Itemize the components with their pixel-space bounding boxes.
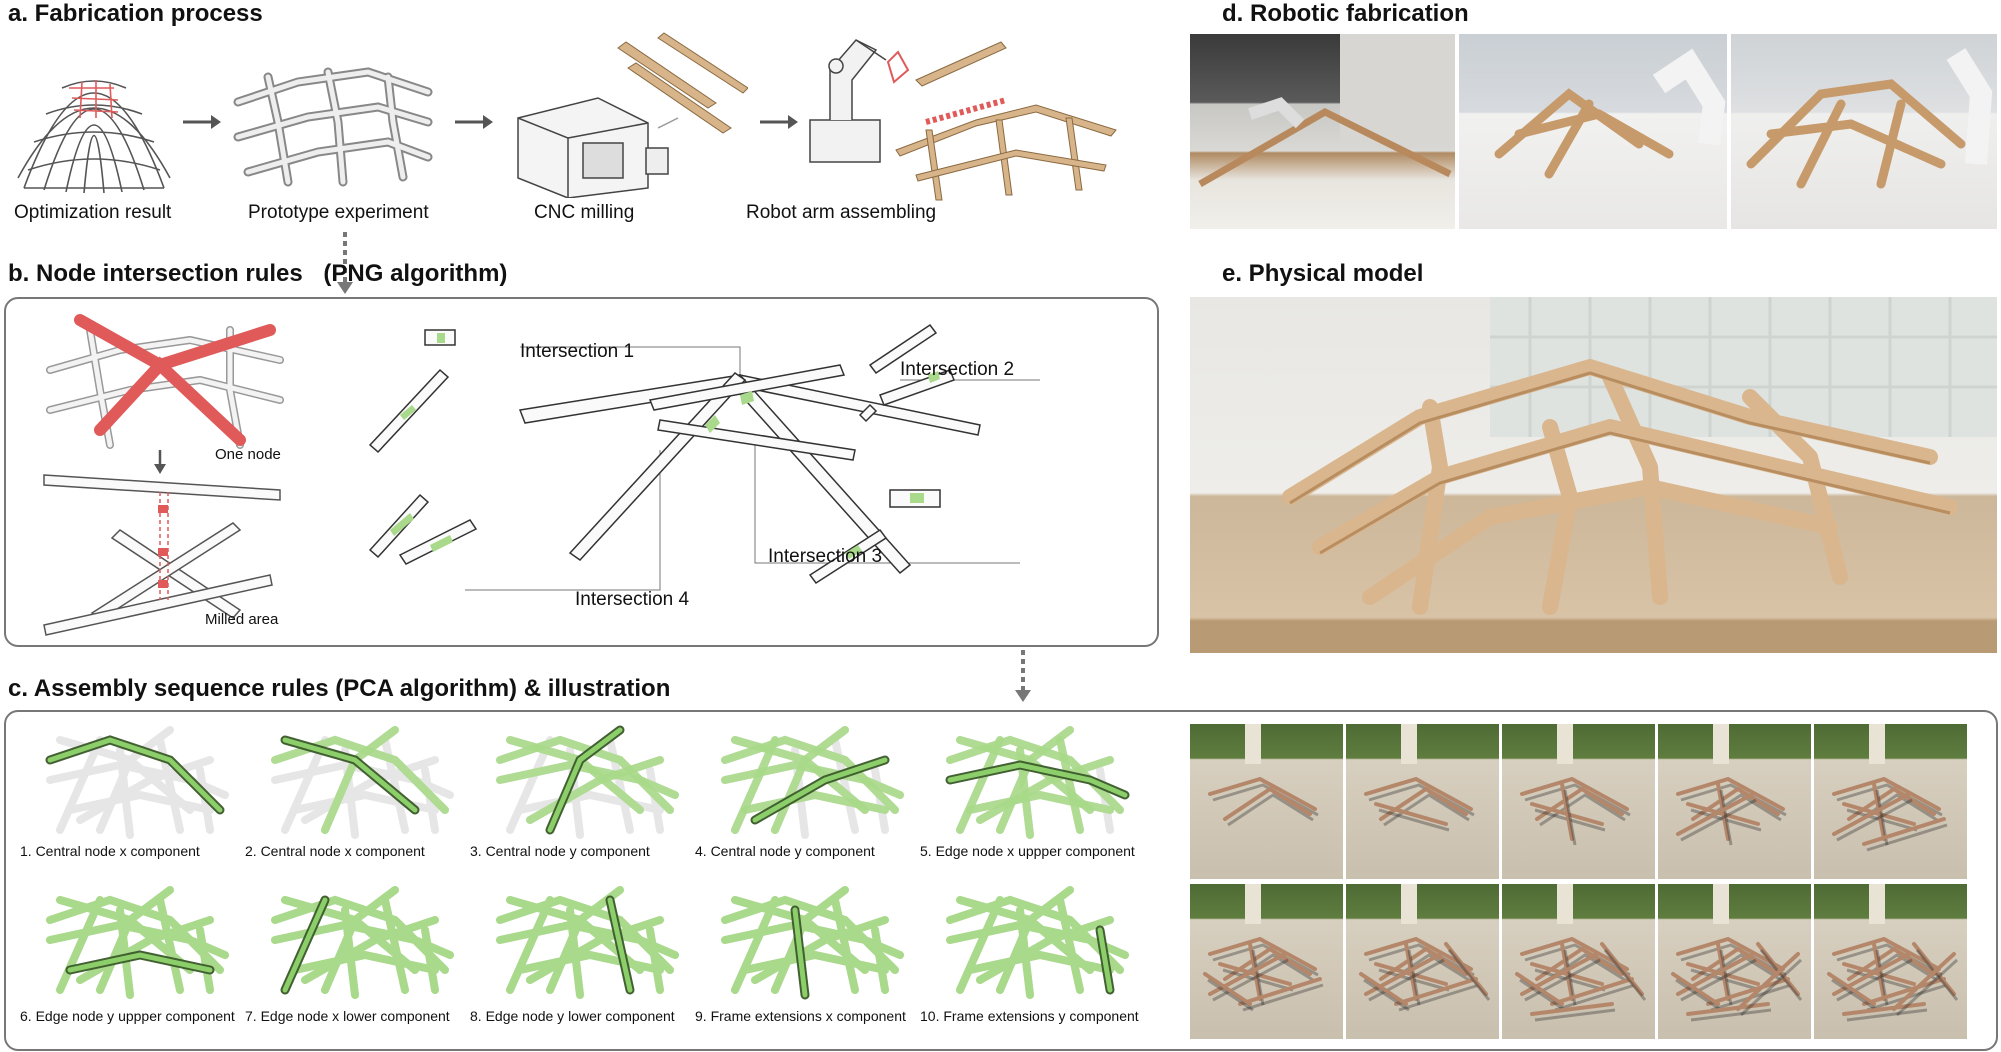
step-caption-optimization: Optimization result [14,202,172,223]
assembly-photo [1502,884,1655,1039]
assembly-photo [1658,884,1811,1039]
milled-area-label: Milled area [205,611,279,628]
arrow-right-icon [183,112,223,132]
assembly-photo [1814,884,1967,1039]
robotic-photo-1 [1190,34,1455,229]
intersection-2-label: Intersection 2 [900,359,1015,380]
assembly-step-caption: 10. Frame extensions y component [920,1008,1139,1024]
assembly-step-illustration [40,880,230,1000]
intersection-4-label: Intersection 4 [575,589,690,610]
assembly-step-illustration [40,720,230,840]
assembly-step-caption: 1. Central node x component [20,843,200,859]
section-a-heading: a. Fabrication process [8,0,263,27]
intersection-3-label: Intersection 3 [768,546,883,567]
robotic-photo-3 [1731,34,1997,229]
one-node-lattice-illustration [40,310,290,450]
assembly-step-caption: 2. Central node x component [245,843,425,859]
dashed-arrow-down-icon [1013,650,1033,710]
assembly-step-caption: 4. Central node y component [695,843,875,859]
assembly-step-caption: 8. Edge node y lower component [470,1008,675,1024]
physical-model-photo [1190,297,1997,653]
assembly-step-illustration [265,880,455,1000]
assembly-step-illustration [490,720,680,840]
assembly-step-caption: 5. Edge node x uppper component [920,843,1135,859]
one-node-label: One node [215,446,281,463]
assembly-step-illustration [265,720,455,840]
section-e-heading: e. Physical model [1222,260,1424,287]
intersection-1-label: Intersection 1 [520,341,635,362]
assembly-step-illustration [940,720,1130,840]
assembly-photo [1190,724,1343,879]
assembly-photo [1814,724,1967,879]
arrow-down-icon [152,450,168,476]
assembly-photo [1190,884,1343,1039]
prototype-lattice-illustration [228,62,438,192]
cnc-machine-illustration [508,28,748,198]
section-d-heading: d. Robotic fabrication [1222,0,1469,27]
section-c-heading: c. Assembly sequence rules (PCA algorith… [8,675,671,702]
step-caption-robot: Robot arm assembling [746,202,937,223]
section-b-title: b. Node intersection rules [8,260,303,287]
assembly-step-illustration [490,880,680,1000]
assembly-step-caption: 7. Edge node x lower component [245,1008,450,1024]
robotic-photo-2 [1459,34,1727,229]
step-caption-cnc: CNC milling [534,202,635,223]
step-caption-prototype: Prototype experiment [248,202,429,223]
assembly-photo [1658,724,1811,879]
assembly-step-caption: 3. Central node y component [470,843,650,859]
assembly-step-illustration [715,880,905,1000]
robot-arm-illustration [776,30,1126,210]
milled-area-exploded-illustration [40,470,290,640]
arrow-right-icon [455,112,495,132]
assembly-step-illustration [940,880,1130,1000]
assembly-photo [1346,884,1499,1039]
arrow-right-icon [760,112,800,132]
assembly-step-caption: 9. Frame extensions x component [695,1008,906,1024]
dashed-arrow-down-icon [335,232,355,302]
optimization-dome-illustration [14,38,174,198]
assembly-step-caption: 6. Edge node y uppper component [20,1008,235,1024]
section-b-heading: b. Node intersection rules (PNG algorith… [8,260,507,288]
intersection-diagram [360,315,1140,635]
assembly-step-illustration [715,720,905,840]
assembly-photo [1346,724,1499,879]
assembly-photo [1502,724,1655,879]
section-b-suffix: (PNG algorithm) [323,260,508,287]
